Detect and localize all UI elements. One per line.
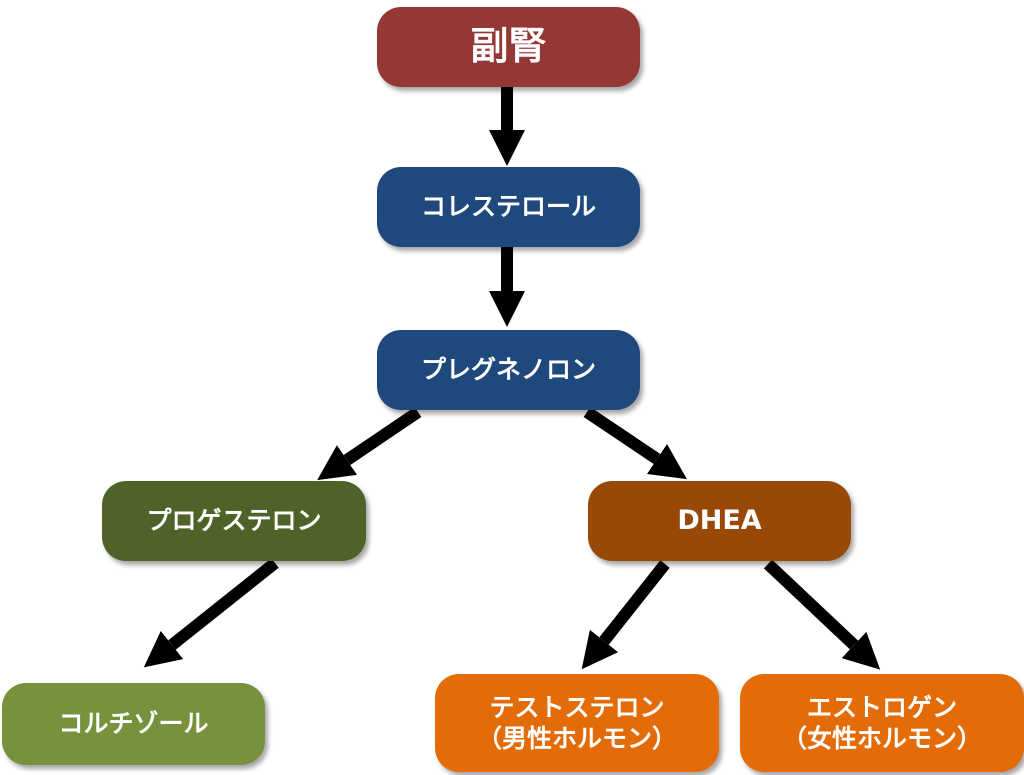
- node-adrenal-label: 副腎: [470, 24, 547, 69]
- node-dhea: DHEA: [588, 481, 851, 561]
- node-progesterone-label: プロゲステロン: [146, 506, 322, 536]
- node-pregnenolone-label: プレグネノロン: [420, 355, 596, 385]
- node-estrogen-label: エストロゲン: [806, 692, 957, 722]
- node-cortisol-label: コルチゾール: [58, 709, 209, 739]
- node-progesterone: プロゲステロン: [102, 481, 366, 561]
- arrow-dhea-to-testosterone: [581, 560, 670, 670]
- node-cortisol: コルチゾール: [2, 683, 265, 765]
- arrow-progesterone-to-cortisol: [143, 558, 279, 668]
- node-testosterone: テストステロン （男性ホルモン）: [435, 674, 719, 772]
- node-estrogen: エストロゲン （女性ホルモン）: [740, 674, 1024, 772]
- node-cholesterol-label: コレステロール: [420, 192, 596, 222]
- arrow-pregnenolone-to-dhea: [583, 407, 687, 480]
- node-testosterone-label: テストステロン: [489, 692, 665, 722]
- node-pregnenolone: プレグネノロン: [377, 330, 640, 410]
- node-estrogen-sublabel: （女性ホルモン）: [781, 724, 982, 753]
- arrow-dhea-to-estrogen: [763, 559, 881, 670]
- node-adrenal: 副腎: [377, 7, 640, 87]
- node-dhea-label: DHEA: [677, 505, 762, 537]
- arrow-pregnenolone-to-progesterone: [317, 407, 422, 481]
- node-cholesterol: コレステロール: [377, 167, 640, 247]
- node-testosterone-sublabel: （男性ホルモン）: [476, 724, 677, 753]
